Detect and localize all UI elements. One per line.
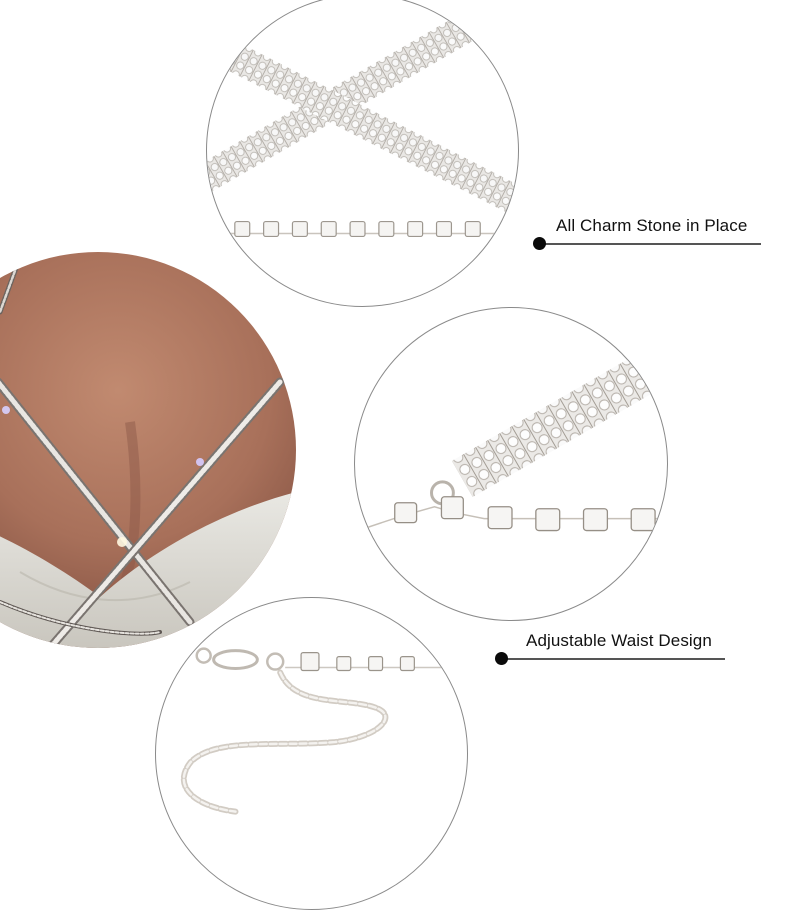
callout-leader-line: [501, 658, 725, 660]
callout-bullet-dot-icon: [495, 652, 508, 665]
model-wearing-body-chain-image: [0, 252, 296, 648]
detail-image-strap-clasp: [354, 307, 668, 621]
rhinestone-clasp-icon: [355, 331, 667, 533]
callout-label: Adjustable Waist Design: [526, 631, 712, 650]
callout-bullet-dot-icon: [533, 237, 546, 250]
rhinestone-cross-icon: [207, 0, 518, 238]
model-photo: [0, 252, 296, 648]
callout-label: All Charm Stone in Place: [556, 216, 748, 235]
callout-charm-stone: All Charm Stone in Place: [533, 215, 763, 250]
extender-chain-icon: [180, 647, 455, 815]
callout-leader-line: [539, 243, 761, 245]
callout-adjustable-waist: Adjustable Waist Design: [495, 630, 735, 665]
